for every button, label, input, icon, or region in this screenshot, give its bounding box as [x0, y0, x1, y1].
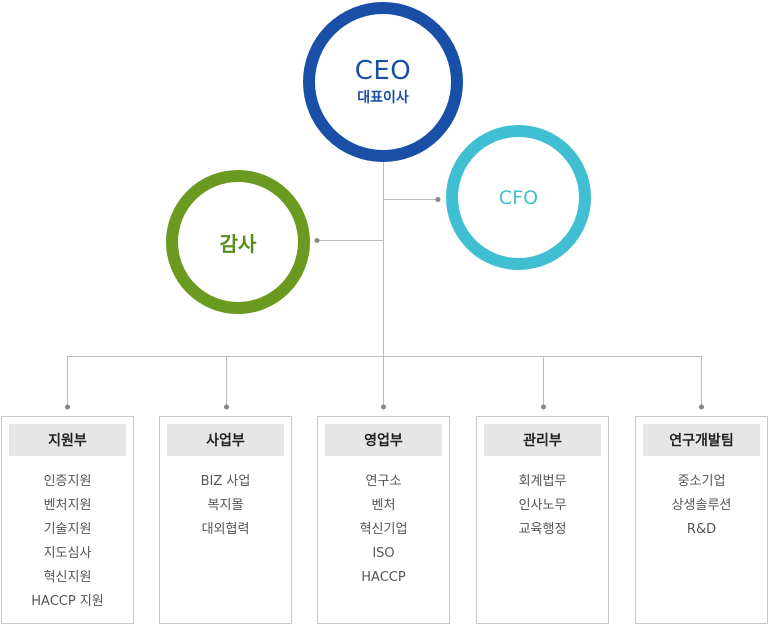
dept-box-support: 지원부 인증지원 벤처지원 기술지원 지도심사 혁신지원 HACCP 지원 — [1, 416, 134, 624]
dept-item: 인증지원 — [43, 474, 92, 489]
dept-box-business: 사업부 BIZ 사업 복지몰 대외협력 — [159, 416, 292, 624]
dept-header: 영업부 — [325, 424, 442, 456]
cfo-title: CFO — [498, 186, 539, 209]
dept-header: 사업부 — [167, 424, 284, 456]
dept-item-list: 중소기업 상생솔루션 R&D — [636, 470, 767, 542]
dept-box-sales: 영업부 연구소 벤처 혁신기업 ISO HACCP — [317, 416, 450, 624]
dept-dot-3 — [381, 404, 386, 410]
dept-item: 벤처 — [371, 498, 396, 513]
dept-item: 인사노무 — [518, 498, 567, 513]
dept-item: 혁신기업 — [359, 522, 408, 537]
dept-item: 혁신지원 — [43, 570, 92, 585]
dept-item: HACCP — [361, 570, 406, 585]
dept-item: BIZ 사업 — [200, 474, 251, 489]
dept-item: 연구소 — [365, 474, 402, 489]
audit-node: 감사 — [166, 170, 310, 314]
dept-item: ISO — [372, 546, 395, 561]
dept-item: R&D — [686, 522, 717, 537]
dept-item: 복지몰 — [207, 498, 244, 513]
dept-item: 대외협력 — [201, 522, 250, 537]
dept-item: 상생솔루션 — [671, 498, 732, 513]
dept-dot-4 — [541, 404, 546, 410]
dept-box-rnd: 연구개발팀 중소기업 상생솔루션 R&D — [635, 416, 768, 624]
dept-item-list: 회계법무 인사노무 교육행정 — [477, 470, 608, 542]
dept-header: 연구개발팀 — [643, 424, 760, 456]
cfo-connector-dot — [435, 197, 441, 202]
dept-item: HACCP 지원 — [31, 594, 104, 609]
dept-header: 지원부 — [9, 424, 126, 456]
dept-dot-2 — [224, 404, 229, 410]
dept-item-list: 연구소 벤처 혁신기업 ISO HACCP — [318, 470, 449, 590]
dept-dot-1 — [65, 404, 70, 410]
cfo-node: CFO — [446, 125, 591, 270]
dept-dot-5 — [699, 404, 704, 410]
dept-item: 기술지원 — [43, 522, 92, 537]
audit-connector-dot — [314, 238, 320, 243]
dept-item: 회계법무 — [518, 474, 567, 489]
dept-item: 교육행정 — [518, 522, 567, 537]
dept-item-list: 인증지원 벤처지원 기술지원 지도심사 혁신지원 HACCP 지원 — [2, 470, 133, 614]
dept-item: 지도심사 — [43, 546, 92, 561]
dept-item-list: BIZ 사업 복지몰 대외협력 — [160, 470, 291, 542]
ceo-node: CEO 대표이사 — [303, 2, 463, 162]
dept-item: 중소기업 — [677, 474, 726, 489]
ceo-subtitle: 대표이사 — [357, 90, 409, 106]
dept-header: 관리부 — [484, 424, 601, 456]
audit-title: 감사 — [219, 231, 257, 256]
dept-item: 벤처지원 — [43, 498, 92, 513]
ceo-title: CEO — [354, 56, 412, 86]
dept-box-management: 관리부 회계법무 인사노무 교육행정 — [476, 416, 609, 624]
